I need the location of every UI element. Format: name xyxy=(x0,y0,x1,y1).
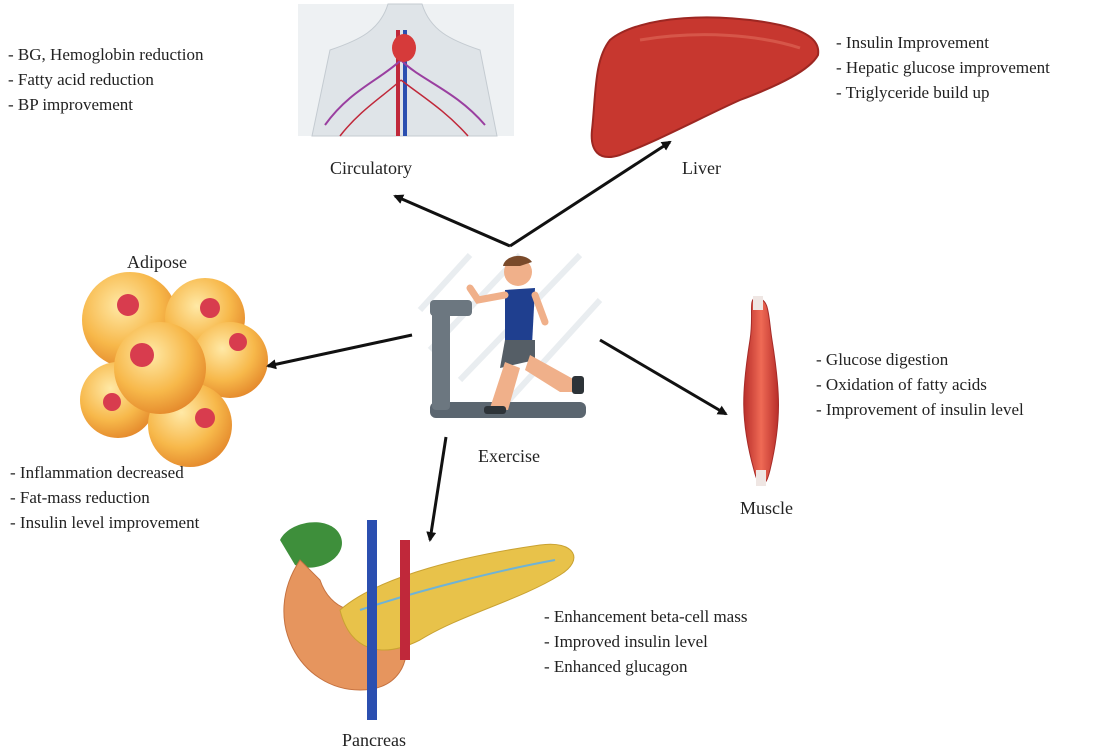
arrow-to-liver xyxy=(510,142,670,246)
exercise-image xyxy=(420,255,600,418)
adipose-effects: Inflammation decreased Fat-mass reductio… xyxy=(10,460,199,535)
list-item: Insulin Improvement xyxy=(836,30,1050,55)
circulatory-effects: BG, Hemoglobin reduction Fatty acid redu… xyxy=(8,42,203,117)
list-item: BG, Hemoglobin reduction xyxy=(8,42,203,67)
list-item: Improvement of insulin level xyxy=(816,397,1024,422)
list-item: Enhancement beta-cell mass xyxy=(544,604,747,629)
adipose-label: Adipose xyxy=(127,252,187,273)
muscle-effects: Glucose digestion Oxidation of fatty aci… xyxy=(816,347,1024,422)
circulatory-label: Circulatory xyxy=(330,158,412,179)
arrow-to-circulatory xyxy=(395,196,510,246)
list-item: Insulin level improvement xyxy=(10,510,199,535)
list-item: Inflammation decreased xyxy=(10,460,199,485)
list-item: Fatty acid reduction xyxy=(8,67,203,92)
list-item: BP improvement xyxy=(8,92,203,117)
arrow-to-muscle xyxy=(600,340,726,414)
liver-label: Liver xyxy=(682,158,721,179)
arrow-to-pancreas xyxy=(430,437,446,540)
pancreas-image xyxy=(280,520,574,720)
list-item: Hepatic glucose improvement xyxy=(836,55,1050,80)
list-item: Enhanced glucagon xyxy=(544,654,747,679)
list-item: Fat-mass reduction xyxy=(10,485,199,510)
circulatory-image xyxy=(298,4,514,136)
muscle-image xyxy=(744,296,779,486)
pancreas-label: Pancreas xyxy=(342,730,406,751)
muscle-label: Muscle xyxy=(740,498,793,519)
list-item: Oxidation of fatty acids xyxy=(816,372,1024,397)
liver-effects: Insulin Improvement Hepatic glucose impr… xyxy=(836,30,1050,105)
liver-image xyxy=(592,17,819,157)
exercise-label: Exercise xyxy=(478,446,540,467)
list-item: Triglyceride build up xyxy=(836,80,1050,105)
adipose-image xyxy=(80,272,268,467)
list-item: Improved insulin level xyxy=(544,629,747,654)
arrow-to-adipose xyxy=(268,335,412,366)
list-item: Glucose digestion xyxy=(816,347,1024,372)
pancreas-effects: Enhancement beta-cell mass Improved insu… xyxy=(544,604,747,679)
